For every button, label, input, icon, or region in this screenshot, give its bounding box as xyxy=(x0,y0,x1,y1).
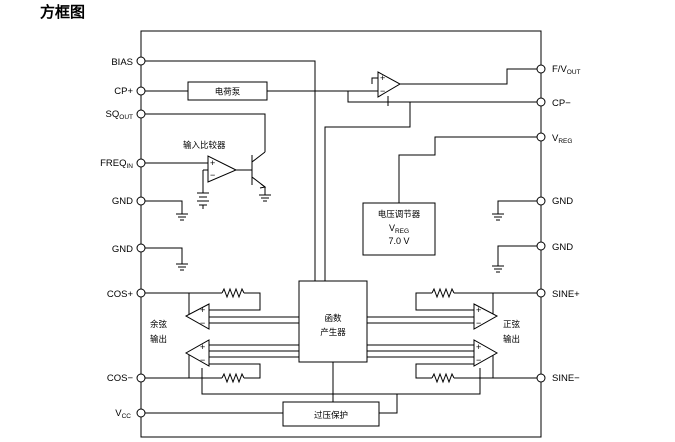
pin-vcc xyxy=(136,408,146,418)
pin-sine-plus xyxy=(536,288,546,298)
sine-minus-buffer: + − xyxy=(473,339,499,367)
pin-cp-plus xyxy=(136,86,146,96)
sine-output-label-2: 输出 xyxy=(503,334,520,345)
resistor-sine-minus xyxy=(431,372,455,384)
function-generator-label-2: 产生器 xyxy=(320,327,346,338)
sine-plus-buffer: + − xyxy=(473,303,499,330)
svg-text:−: − xyxy=(200,355,205,365)
cosine-plus-buffer: + − xyxy=(184,303,210,330)
overvoltage-label: 过压保护 xyxy=(314,410,348,421)
cosine-output-label-1: 余弦 xyxy=(150,319,168,330)
regulator-vreg-label: VREG xyxy=(389,223,409,235)
input-comparator-symbol: + − xyxy=(207,155,238,183)
resistor-cos-plus xyxy=(221,287,245,299)
svg-text:+: + xyxy=(210,158,215,168)
resistor-sine-plus xyxy=(431,287,455,299)
pin-sq-out xyxy=(136,109,146,119)
pin-label-fv-out: F/VOUT xyxy=(552,64,581,76)
wiring xyxy=(145,60,537,414)
svg-text:+: + xyxy=(200,305,205,315)
pin-label-cp-plus: CP+ xyxy=(114,86,133,97)
pin-label-cos-plus: COS+ xyxy=(107,289,134,300)
resistors xyxy=(221,287,455,384)
pin-label-vreg: VREG xyxy=(552,133,572,145)
pin-label-sine-minus: SINE− xyxy=(552,373,580,384)
pin-vreg xyxy=(536,132,546,142)
svg-text:−: − xyxy=(476,318,481,328)
svg-text:+: + xyxy=(476,305,481,315)
pin-gnd-left-1 xyxy=(136,196,146,206)
pin-gnd-right-1 xyxy=(536,196,546,206)
svg-text:+: + xyxy=(476,342,481,352)
resistor-cos-minus xyxy=(221,372,245,384)
pin-label-sine-plus: SINE+ xyxy=(552,289,580,300)
pin-label-sq-out: SQOUT xyxy=(106,109,133,121)
pin-gnd-right-2 xyxy=(536,241,546,251)
pin-circles-right xyxy=(536,64,546,383)
charge-pump-block: 电荷泵 xyxy=(187,81,268,101)
pin-label-gnd-left-2: GND xyxy=(112,244,133,255)
function-generator-block: 函数 产生器 xyxy=(298,280,368,363)
pin-cos-minus xyxy=(136,373,146,383)
pin-circles-left xyxy=(136,56,146,418)
pin-label-cp-minus: CP− xyxy=(552,98,571,109)
svg-text:−: − xyxy=(476,355,481,365)
pin-cos-plus xyxy=(136,288,146,298)
pin-label-vcc: VCC xyxy=(115,408,131,420)
pin-fv-out xyxy=(536,64,546,74)
svg-text:−: − xyxy=(200,318,205,328)
f-v-output-amplifier: + − xyxy=(377,71,402,98)
pin-label-gnd-left-1: GND xyxy=(112,196,133,207)
voltage-regulator-block: 电压调节器 VREG 7.0 V xyxy=(362,202,436,256)
svg-text:+: + xyxy=(380,73,385,83)
pin-label-freq-in: FREQIN xyxy=(100,158,133,170)
input-comparator-label: 输入比较器 xyxy=(183,140,226,151)
sine-output-label-1: 正弦 xyxy=(503,319,521,330)
chip-outline xyxy=(140,30,542,438)
charge-pump-label: 电荷泵 xyxy=(215,87,241,98)
pin-gnd-left-2 xyxy=(136,243,146,253)
cosine-minus-buffer: + − xyxy=(184,339,210,367)
svg-text:−: − xyxy=(380,86,385,96)
regulator-label: 电压调节器 xyxy=(378,209,421,220)
pin-sine-minus xyxy=(536,373,546,383)
overvoltage-protection-block: 过压保护 xyxy=(282,401,380,427)
diagram-title: 方框图 xyxy=(40,3,85,21)
pin-label-gnd-right-1: GND xyxy=(552,196,573,207)
pin-cp-minus xyxy=(536,97,546,107)
svg-text:−: − xyxy=(210,170,215,180)
pin-bias xyxy=(136,56,146,66)
cosine-output-label-2: 输出 xyxy=(150,334,167,345)
pin-freq-in xyxy=(136,158,146,168)
pin-label-bias: BIAS xyxy=(111,57,133,68)
regulator-voltage-label: 7.0 V xyxy=(388,236,409,246)
pin-label-gnd-right-2: GND xyxy=(552,242,573,253)
pin-label-cos-minus: COS− xyxy=(107,373,134,384)
svg-text:+: + xyxy=(200,342,205,352)
function-generator-label-1: 函数 xyxy=(324,313,342,324)
